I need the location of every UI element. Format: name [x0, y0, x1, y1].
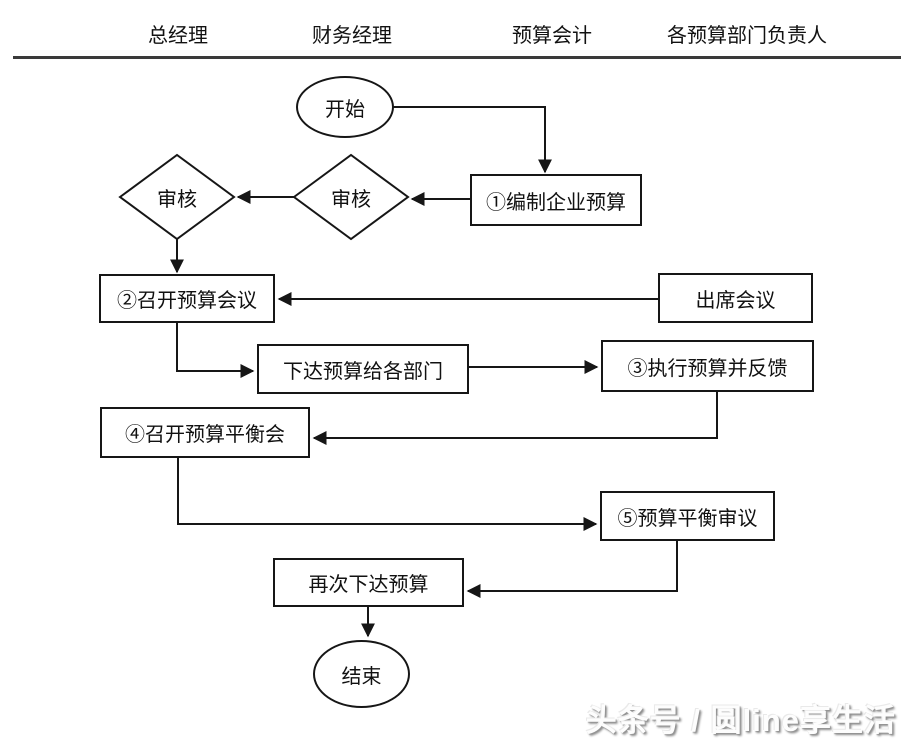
node-balance-review: ⑤预算平衡审议 — [600, 491, 775, 541]
connector-budget-meeting-to-issue — [176, 323, 255, 378]
node-execute-budget: ③执行预算并反馈 — [601, 340, 814, 392]
header-divider-line — [13, 56, 901, 59]
start-terminator: 开始 — [296, 76, 394, 138]
node-compile-budget: ①编制企业预算 — [470, 174, 642, 226]
diamond-review-gm-label: 审核 — [157, 188, 197, 211]
connector-balance-meeting-to-balance-review — [177, 458, 598, 531]
node-budget-meeting: ②召开预算会议 — [99, 274, 275, 323]
node-issue-budget: 下达预算给各部门 — [257, 344, 469, 394]
end-terminator: 结束 — [313, 640, 410, 708]
lane-header-finance-manager: 财务经理 — [312, 25, 392, 47]
connector-execute-to-balance-meeting — [312, 392, 718, 445]
node-attend-meeting: 出席会议 — [658, 273, 813, 323]
lane-header-department-heads: 各预算部门负责人 — [667, 25, 827, 47]
node-balance-meeting: ④召开预算平衡会 — [100, 407, 310, 458]
node-reissue-budget: 再次下达预算 — [273, 558, 464, 607]
lane-header-general-manager: 总经理 — [148, 25, 208, 47]
connector-balance-review-to-reissue — [466, 541, 678, 598]
diamond-review-finance-label: 审核 — [331, 188, 371, 211]
watermark-text: 头条号 / 圆line享生活 — [585, 703, 896, 738]
lane-header-budget-accountant: 预算会计 — [512, 25, 592, 47]
connector-start-to-compile — [393, 106, 552, 174]
